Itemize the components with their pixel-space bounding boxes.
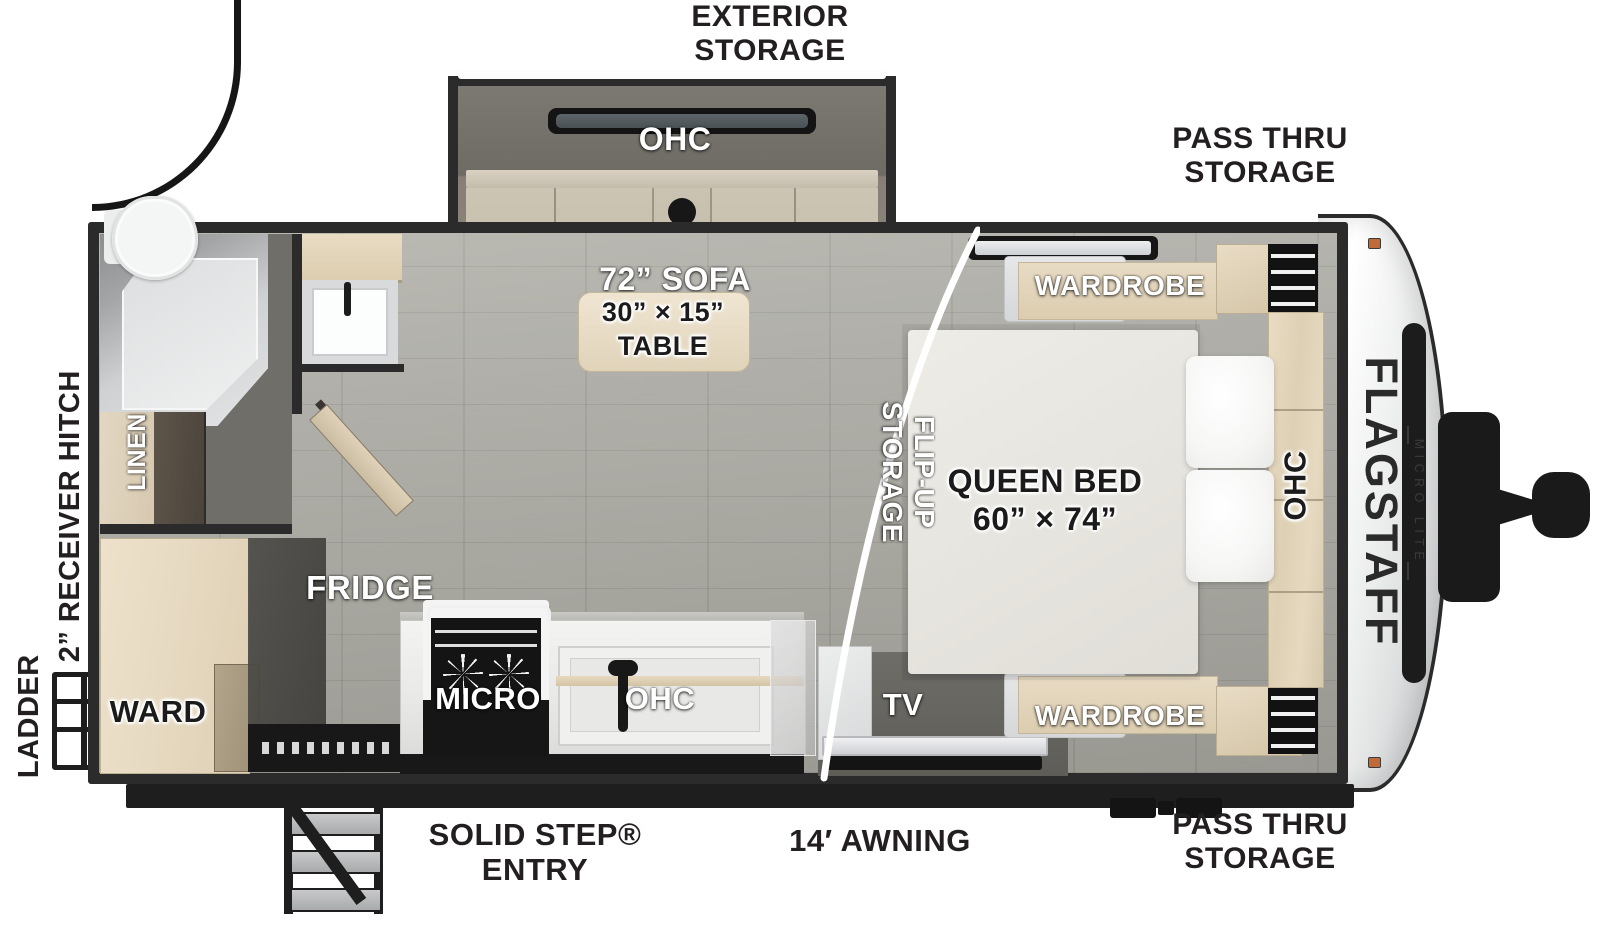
label-wardrobe-bottom: WARDROBE (1034, 700, 1206, 731)
pass-thru-door-latch (1158, 801, 1174, 815)
step-stringer (284, 806, 293, 914)
label-ward: WARD (109, 694, 207, 729)
kitchen-overhead-shelf (556, 676, 804, 686)
toilet-icon (112, 196, 198, 280)
cooktop-rail (427, 605, 551, 622)
solid-step-entry-icon (278, 802, 384, 914)
brand-sub: MICRO LITE (1412, 438, 1426, 566)
linen-cabinet-door (154, 412, 206, 524)
label-pass-thru-storage-top: PASS THRU STORAGE (1172, 122, 1348, 189)
label-wardrobe-top: WARDROBE (1034, 270, 1206, 301)
front-window (1402, 323, 1426, 683)
drawer-line (1271, 302, 1315, 306)
hitch-coupler-icon (1532, 472, 1590, 538)
step-tread (290, 888, 382, 912)
drawer-stack-bottom (1268, 686, 1318, 754)
refrigerator (248, 538, 326, 738)
grate-bar (435, 630, 537, 633)
pass-thru-door (1110, 798, 1156, 818)
kitchen-sink-basin (570, 658, 760, 732)
drawer-line (1271, 712, 1315, 716)
tv-screen (822, 736, 1048, 756)
kitchen-glass-panel (770, 620, 816, 756)
clearance-marker-light-icon (1368, 757, 1381, 768)
label-flip-up-storage: FLIP-UP STORAGE (877, 401, 941, 543)
logo-dash (1407, 562, 1409, 580)
wardrobe-bottom (1018, 676, 1218, 734)
refrigerator-vent-icon (262, 742, 390, 754)
front-overhead-cabinet (1268, 312, 1324, 688)
drawer-stack-top (1268, 244, 1318, 312)
sofa-backrest (466, 170, 878, 188)
linen-cabinet (100, 412, 156, 524)
bathroom (100, 234, 292, 524)
label-ladder: LADDER (12, 654, 45, 779)
cabinet-seam (1269, 591, 1323, 593)
vanity-overhead-cabinet (292, 234, 402, 283)
kitchen-backsplash (400, 612, 804, 622)
label-queen-bed: QUEEN BED 60” × 74” (947, 463, 1143, 538)
bath-wall-bottom (100, 524, 292, 534)
drawer-line (1271, 286, 1315, 290)
hitch-arm (1478, 483, 1538, 531)
shower-door-glass (96, 0, 230, 196)
bath-wall-right (292, 234, 302, 414)
brand-name: FLAGSTAFF (1356, 356, 1407, 648)
pillow (1186, 470, 1274, 582)
label-ohc-sofa: OHC (638, 121, 712, 157)
label-receiver-hitch: 2” RECEIVER HITCH (53, 370, 86, 663)
bathroom-faucet-icon (344, 282, 351, 316)
kitchen-toe-kick (400, 754, 804, 774)
label-tv: TV (882, 687, 924, 722)
burner-icon (489, 654, 529, 694)
label-solid-step-entry: SOLID STEP® ENTRY (428, 817, 642, 887)
label-awning: 14′ AWNING (789, 823, 971, 858)
label-fridge: FRIDGE (306, 569, 434, 606)
logo-dash (1407, 426, 1409, 444)
pillow (1186, 356, 1274, 468)
exterior-storage-bar (458, 70, 886, 79)
drawer-line (1271, 728, 1315, 732)
label-linen: LINEN (123, 413, 151, 491)
drawer-line (1271, 254, 1315, 258)
step-tread (290, 850, 382, 874)
grate-bar (435, 644, 537, 647)
tv-shadow (826, 756, 1042, 770)
drawer-line (1271, 744, 1315, 748)
label-ohc-front: OHC (1277, 450, 1313, 521)
pass-thru-door (1176, 798, 1222, 818)
burner-icon (443, 654, 483, 694)
cabinet-seam (1269, 409, 1323, 411)
clearance-marker-light-icon (1368, 238, 1381, 249)
brand-logo: FLAGSTAFF MICRO LITE (1333, 300, 1429, 704)
drawer-line (1271, 696, 1315, 700)
kitchen-faucet-icon (618, 668, 628, 732)
bath-wall-counter-divider (292, 364, 404, 372)
slide-window (548, 108, 816, 134)
label-micro: MICRO (435, 681, 541, 716)
label-sofa: 72” SOFA (599, 261, 751, 297)
drawer-line (1271, 270, 1315, 274)
microwave (423, 700, 549, 756)
label-exterior-storage: EXTERIOR STORAGE (691, 0, 849, 67)
label-table: 30” × 15” TABLE (601, 297, 725, 361)
label-ohc-kitchen: OHC (624, 681, 696, 716)
label-pass-thru-storage-bottom: PASS THRU STORAGE (1172, 808, 1348, 875)
ladder-stile (81, 677, 87, 765)
cup-holder-icon (668, 198, 696, 226)
cabinet-seam (1269, 499, 1323, 501)
wardrobe-top (1018, 262, 1218, 320)
table-top (578, 292, 750, 372)
